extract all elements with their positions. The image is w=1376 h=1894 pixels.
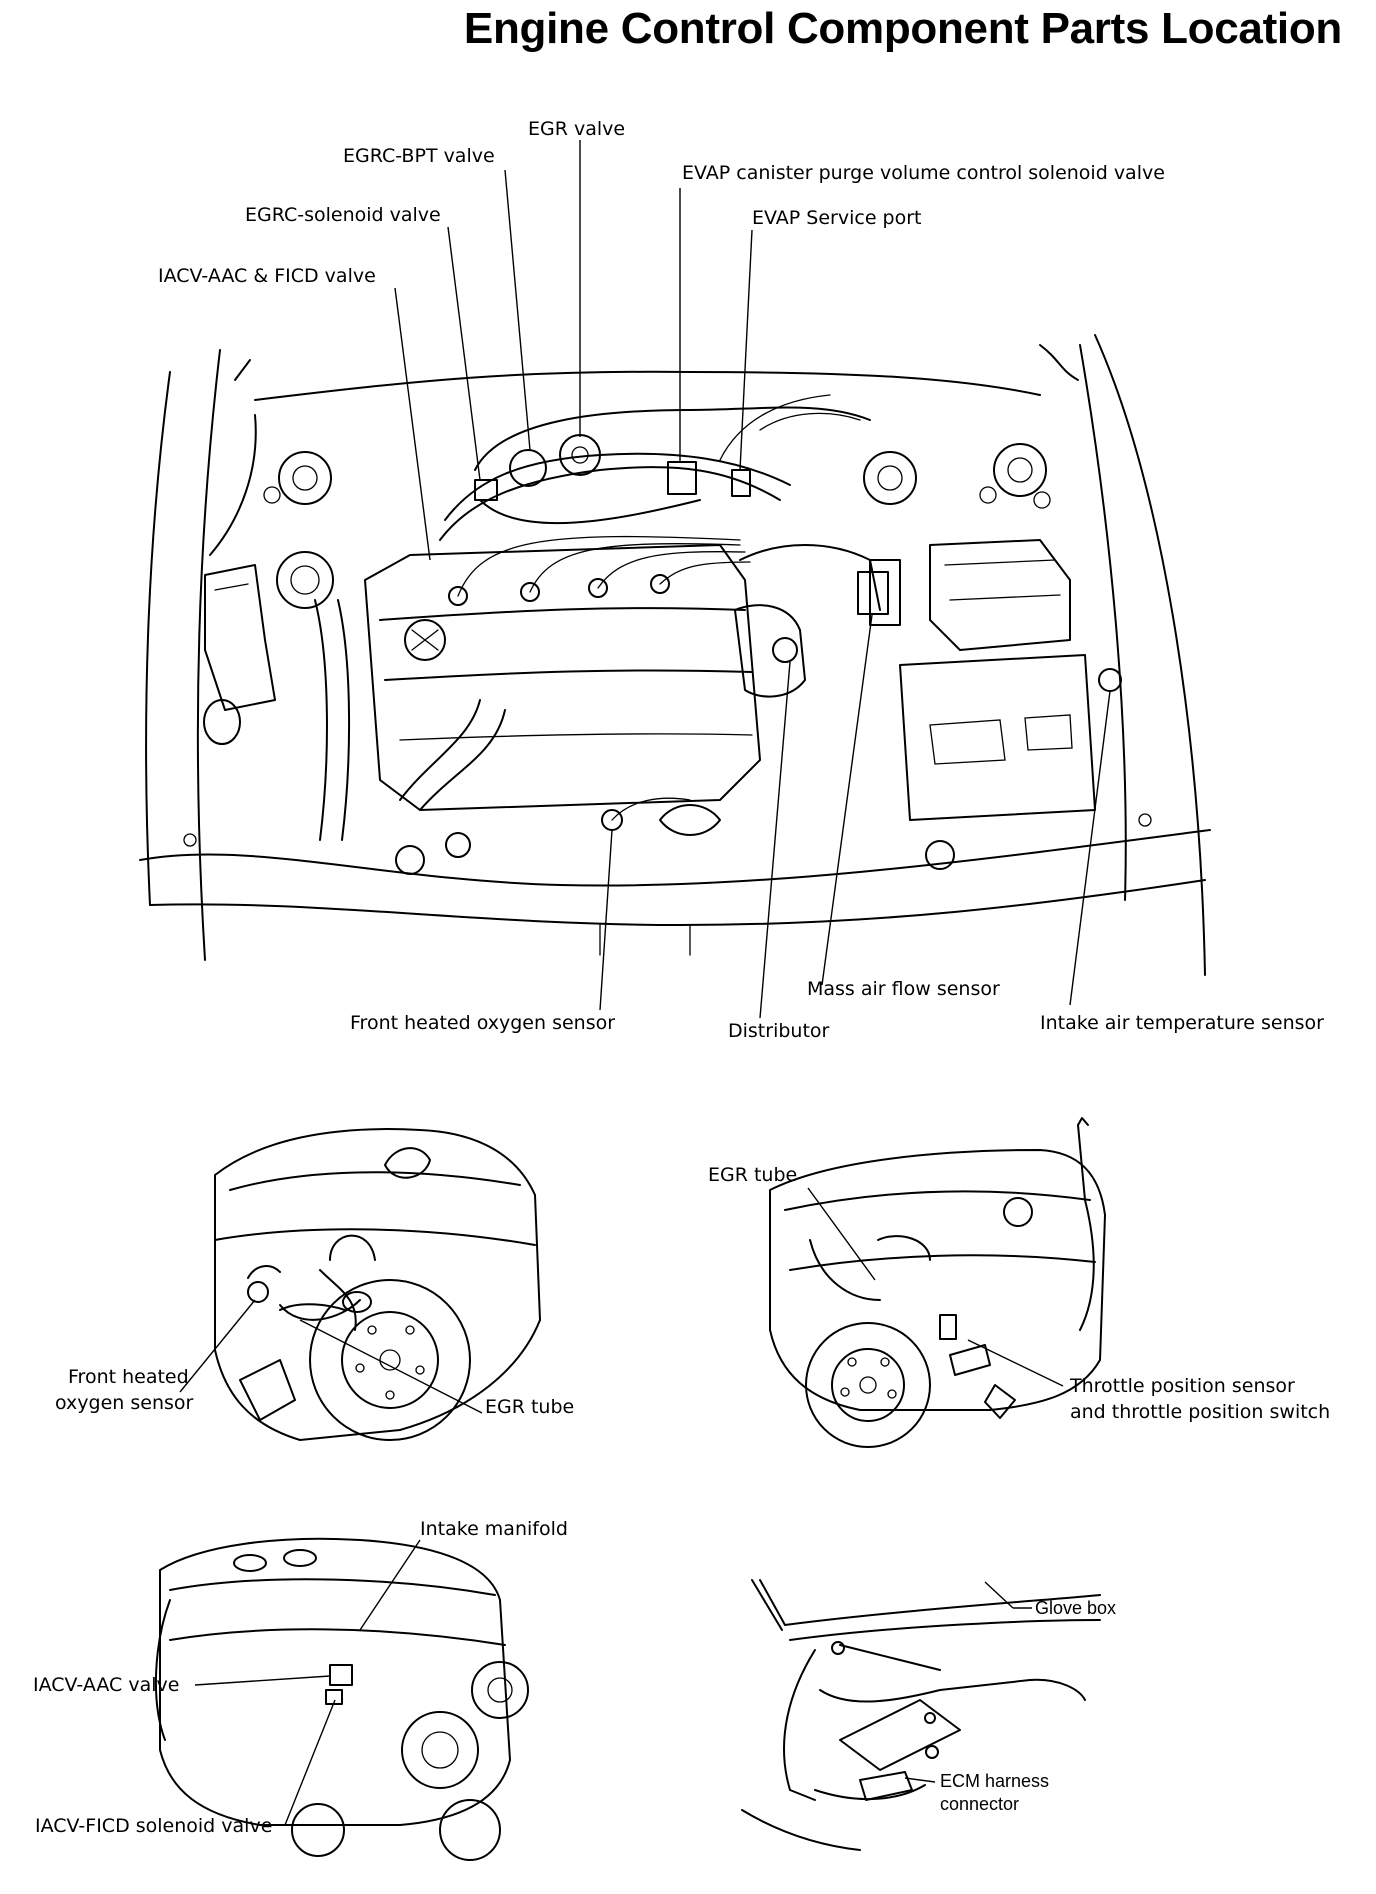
label-ecm-harness-b: connector (940, 1794, 1020, 1814)
front-right-leader-lines (807, 1187, 1064, 1387)
label-egrc-solenoid-valve: EGRC-solenoid valve (245, 204, 441, 226)
label-mass-air-flow-sensor: Mass air flow sensor (807, 978, 1000, 1000)
front-left-leader-lines (179, 1299, 483, 1414)
glove-box-ecm-view (741, 1579, 1101, 1851)
engine-bay-top-view (139, 334, 1211, 976)
label-intake-manifold: Intake manifold (420, 1518, 568, 1540)
label-front-heated-oxygen-sensor-2a: Front heated (68, 1366, 189, 1388)
label-egrc-bpt-valve: EGRC-BPT valve (343, 145, 495, 167)
engine-front-right-view (769, 1117, 1106, 1448)
engine-lower-left-view (154, 1537, 529, 1861)
top-view-leader-lines (394, 140, 1111, 1019)
label-throttle-position-sensor-b: and throttle position switch (1070, 1401, 1331, 1423)
label-egr-tube-left: EGR tube (485, 1396, 575, 1418)
label-ecm-harness-a: ECM harness (940, 1771, 1050, 1791)
glove-box-leader-lines (904, 1581, 1032, 1783)
label-intake-air-temperature-sensor: Intake air temperature sensor (1040, 1012, 1324, 1034)
label-glove-box: Glove box (1035, 1598, 1117, 1618)
label-egr-valve: EGR valve (528, 118, 626, 140)
label-iacv-ficd-solenoid-valve: IACV-FICD solenoid valve (35, 1815, 273, 1837)
engine-front-left-view (214, 1128, 541, 1441)
label-front-heated-oxygen-sensor: Front heated oxygen sensor (350, 1012, 616, 1034)
label-evap-service-port: EVAP Service port (752, 207, 922, 229)
label-throttle-position-sensor-a: Throttle position sensor (1070, 1375, 1295, 1397)
label-iacv-aac-ficd-valve: IACV-AAC & FICD valve (158, 265, 376, 287)
label-iacv-aac-valve: IACV-AAC valve (33, 1674, 180, 1696)
label-egr-tube-right: EGR tube (708, 1164, 798, 1186)
label-front-heated-oxygen-sensor-2b: oxygen sensor (55, 1392, 194, 1414)
page-title: Engine Control Component Parts Location (463, 4, 1342, 53)
label-evap-purge-solenoid-valve: EVAP canister purge volume control solen… (682, 162, 1165, 184)
lower-left-leader-lines (194, 1539, 421, 1826)
label-distributor: Distributor (728, 1020, 830, 1042)
